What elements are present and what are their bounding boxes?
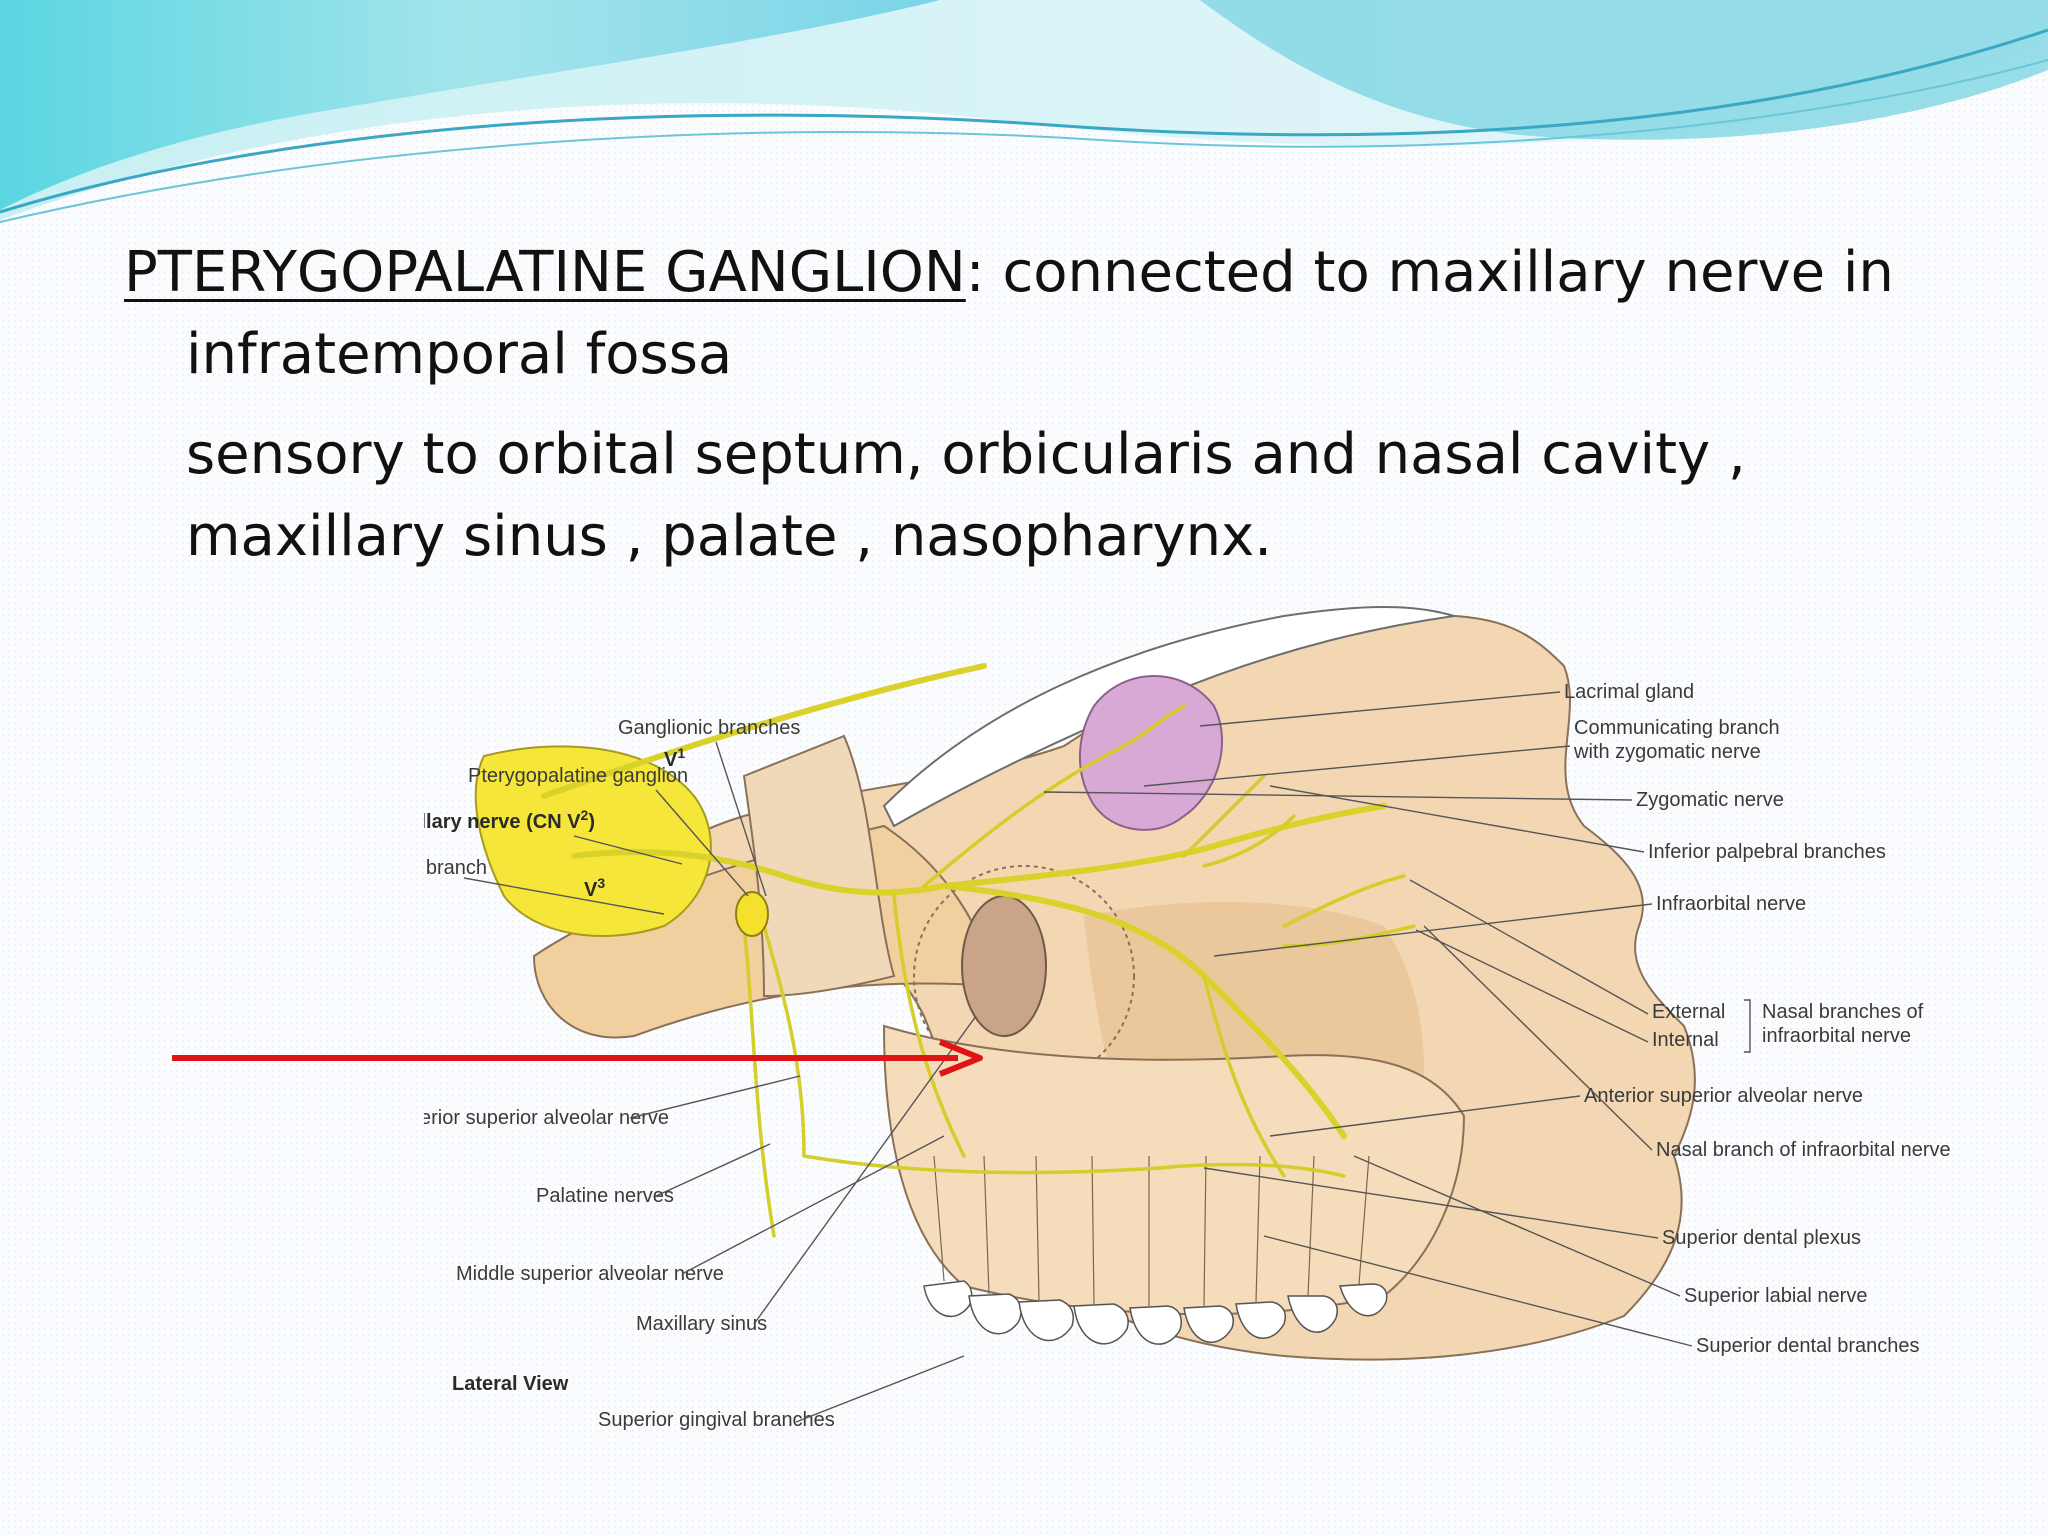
tooth — [1287, 1295, 1338, 1333]
posterior-superior-alveolar-branch — [762, 924, 806, 1158]
superior-dental-plexus — [802, 1154, 1346, 1178]
leader-superior-gingival — [795, 1355, 965, 1423]
v3-mark: V3 — [584, 875, 605, 901]
label-superior-labial: Superior labial nerve — [1684, 1285, 1867, 1307]
orbit-opening — [961, 895, 1047, 1037]
leader-infraorbital-nerve — [1213, 903, 1653, 957]
leader-zygomatic-nerve — [1043, 791, 1633, 801]
leader-superior-labial — [1353, 1155, 1681, 1297]
inferior-palpebral-branches — [1182, 774, 1296, 868]
bracket-nasal-branches — [1744, 999, 1751, 1053]
slide-text: PTERYGOPALATINE GANGLION: connected to m… — [124, 232, 1944, 578]
leader-ganglionic-branches — [715, 741, 767, 897]
label-communicating-branch-1: Communicating branch — [1574, 717, 1780, 739]
label-nasal-branches-2: infraorbital nerve — [1762, 1025, 1911, 1047]
label-nasal-branches-1: Nasal branches of — [1762, 1001, 1924, 1023]
leader-communicating-branch — [1143, 745, 1571, 787]
tooth — [1073, 1303, 1129, 1345]
v1-mark: V1 — [664, 745, 685, 771]
leader-nasal-branch-infraorbital — [1423, 925, 1653, 1151]
tooth — [1339, 1283, 1388, 1317]
header-wave-decoration — [0, 0, 2048, 223]
tooth — [1018, 1299, 1074, 1342]
palatine-nerves — [742, 924, 776, 1238]
heading-paragraph: PTERYGOPALATINE GANGLION: connected to m… — [124, 232, 1944, 396]
label-external: External — [1652, 1001, 1725, 1023]
skull-cap-edge — [882, 606, 1455, 828]
leader-inferior-palpebral — [1269, 785, 1645, 853]
label-infraorbital-nerve: Infraorbital nerve — [1656, 893, 1806, 915]
maxillary-nerve-illustration: V1 V3 Ganglionic branches Pterygopalatin… — [424, 606, 1951, 1431]
label-communicating-branch-2: with zygomatic nerve — [1573, 741, 1761, 763]
anterior-superior-alveolar-branch — [1202, 974, 1286, 1178]
arrow-head — [938, 1039, 983, 1077]
leader-anterior-superior-alveolar — [1269, 1095, 1581, 1137]
label-internal: Internal — [1652, 1029, 1719, 1051]
label-superior-gingival: Superior gingival branches — [598, 1409, 835, 1431]
sensory-paragraph: sensory to orbital septum, orbicularis a… — [186, 422, 1746, 569]
zygomatic-nerve — [922, 704, 1186, 888]
label-superior-dental-branches: Superior dental branches — [1696, 1335, 1919, 1357]
leader-palatine-nerves — [655, 1143, 771, 1197]
label-inferior-palpebral: Inferior palpebral branches — [1648, 841, 1886, 863]
leader-pterygopalatine-ganglion — [655, 789, 749, 897]
label-zygomatic-nerve: Zygomatic nerve — [1636, 789, 1784, 811]
middle-superior-alveolar-branch — [892, 894, 966, 1158]
tooth — [923, 1280, 973, 1317]
leader-external-internal — [1409, 879, 1649, 1043]
tooth — [1129, 1305, 1182, 1345]
pterygopalatine-ganglion-node — [735, 891, 769, 937]
red-pointer-arrow — [172, 1039, 983, 1077]
label-meningeal-branch: Meningeal branch — [424, 857, 487, 879]
leader-maxillary-sinus — [753, 1015, 977, 1325]
tooth — [1183, 1305, 1234, 1344]
root-line — [933, 1155, 1370, 1307]
label-posterior-superior-alveolar: Posterior superior alveolar nerve — [424, 1107, 669, 1129]
ophthalmic-branch — [541, 663, 987, 799]
leader-superior-dental-plexus — [1203, 1167, 1659, 1239]
leader-lacrimal-gland — [1199, 691, 1561, 727]
tooth-roots — [933, 1155, 1370, 1307]
orbit-rim — [913, 865, 1135, 1087]
leader-superior-dental-branches — [1263, 1235, 1693, 1347]
leader-posterior-superior-alveolar — [629, 1075, 801, 1119]
label-anterior-superior-alveolar: Anterior superior alveolar nerve — [1584, 1085, 1863, 1107]
label-superior-dental-plexus: Superior dental plexus — [1662, 1227, 1861, 1249]
label-lacrimal-gland: Lacrimal gland — [1564, 681, 1694, 703]
heading-term: PTERYGOPALATINE GANGLION — [124, 240, 966, 305]
tooth — [968, 1293, 1022, 1335]
label-nasal-branch-infraorbital: Nasal branch of infraorbital nerve — [1656, 1139, 1951, 1161]
leader-maxillary-nerve — [573, 835, 683, 865]
tooth — [1235, 1301, 1286, 1340]
label-lateral-view: Lateral View — [452, 1373, 569, 1395]
label-maxillary-nerve: Maxillary nerve (CN V2) — [424, 807, 595, 833]
label-maxillary-sinus: Maxillary sinus — [636, 1313, 767, 1335]
leader-middle-superior-alveolar — [681, 1135, 945, 1275]
lacrimal-gland — [1078, 675, 1223, 831]
label-pterygopalatine-ganglion: Pterygopalatine ganglion — [468, 765, 688, 787]
teeth-row — [923, 1280, 1388, 1345]
anatomy-figure: V1 V3 Ganglionic branches Pterygopalatin… — [424, 596, 1994, 1486]
label-middle-superior-alveolar: Middle superior alveolar nerve — [456, 1263, 724, 1285]
heading-description: : connected to maxillary nerve in infrat… — [186, 240, 1894, 387]
sphenoid-bone — [742, 734, 896, 998]
label-ganglionic-branches: Ganglionic branches — [618, 717, 800, 739]
leader-meningeal-branch — [463, 877, 665, 915]
label-palatine-nerves: Palatine nerves — [536, 1185, 674, 1207]
